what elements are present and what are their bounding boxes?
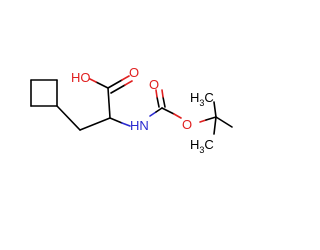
bond-alpha-nh <box>109 117 123 124</box>
label-methyl-top: H3C <box>190 90 214 108</box>
label-methyl-bottom: H3C <box>190 137 214 155</box>
label-hydroxyl: HO <box>71 70 91 85</box>
bond-carbamate-ester <box>161 107 175 115</box>
bond-carbamate-double-1-o <box>155 89 158 98</box>
label-carboxyl-oxygen: O <box>129 65 139 80</box>
bond-carboxyl-double-1-o <box>121 75 130 81</box>
bond-ring-ch2 <box>56 105 81 131</box>
bond-ester-tbu-o <box>199 119 207 123</box>
bond-carboxyl-double-1 <box>107 79 123 89</box>
label-amine: HN <box>130 118 149 133</box>
bond-alpha-carboxyl-carbon <box>107 87 111 119</box>
bond-nh-carbamate-n <box>149 111 157 117</box>
bond-nh-carbamate <box>155 107 163 113</box>
bond-tbu-methyl-right <box>215 116 233 128</box>
bond-carboxyl-oh <box>95 81 109 89</box>
structure-diagram: HO O HN O O H3C H3C <box>30 65 233 155</box>
bond-tbu-methyl-top <box>213 101 217 118</box>
label-ester-oxygen: O <box>182 117 192 132</box>
bond-ester-tbu <box>205 116 217 121</box>
bond-carboxyl-double-2-o <box>124 80 133 86</box>
bond-tbu-methyl-bottom <box>213 116 217 135</box>
label-carbamate-oxygen: O <box>149 77 159 92</box>
bond-ch2-alpha <box>79 117 111 131</box>
bond-carbamate-ester-o <box>173 113 182 119</box>
bond-carboxyl-oh-o <box>89 78 97 83</box>
bond-carbamate-double-2 <box>162 96 166 108</box>
bond-alpha-nh-n <box>121 122 131 127</box>
cyclobutane-ring <box>30 79 58 107</box>
bond-carbamate-double-2-o <box>161 89 164 98</box>
bond-carboxyl-double-2 <box>110 84 126 94</box>
bond-carbamate-double-1 <box>156 96 160 108</box>
